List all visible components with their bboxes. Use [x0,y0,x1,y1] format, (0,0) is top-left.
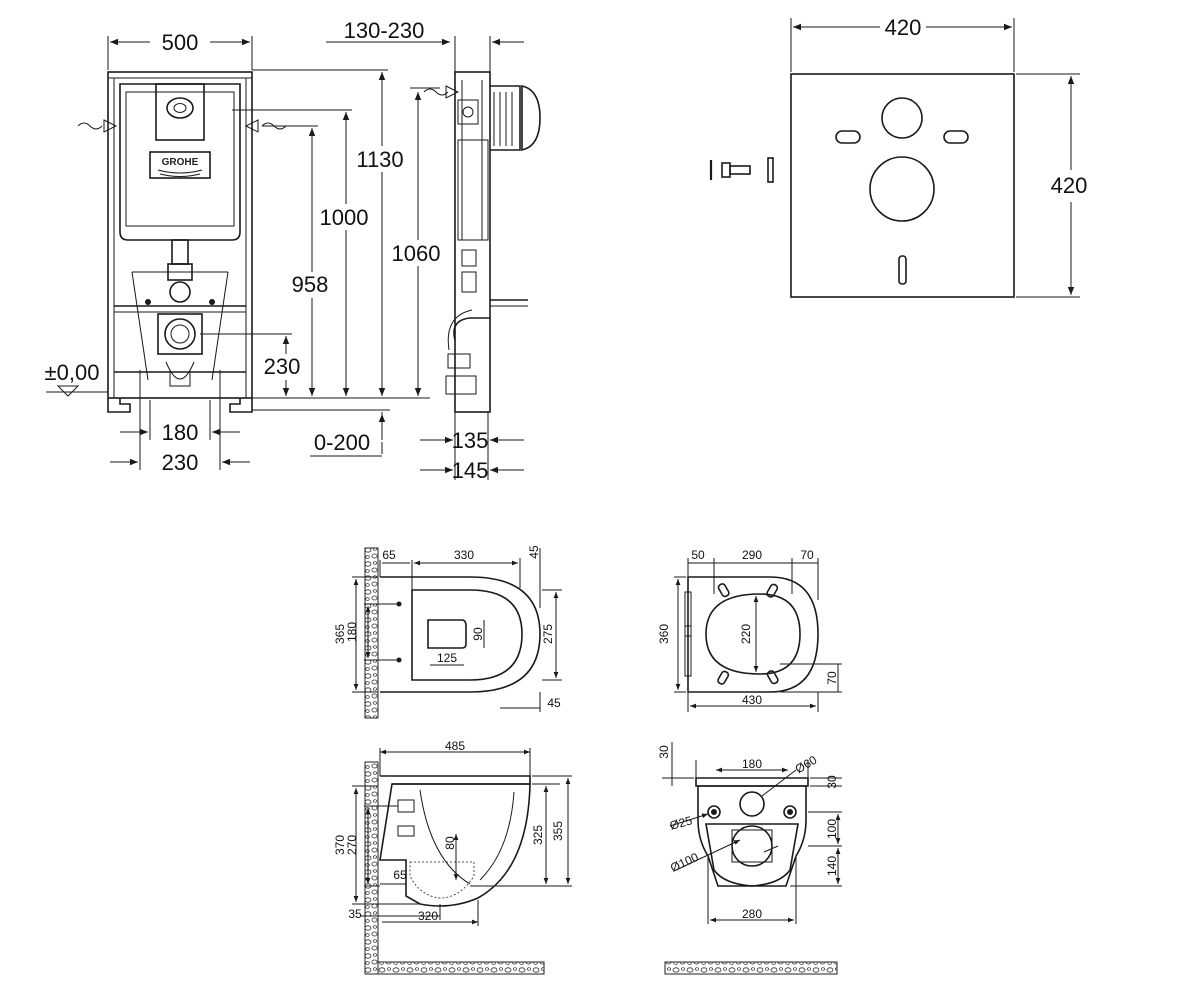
dim-180: 180 [345,622,359,642]
dim-depth-135: 135 [452,428,489,453]
flush-button-icon [166,97,194,119]
dim-depth-145: 145 [452,458,489,483]
dim-270: 270 [345,835,359,855]
brand-logo-plate [149,151,211,179]
dim-355: 355 [551,821,565,841]
dim-30-left: 30 [657,745,671,759]
water-inlet-right-icon [244,119,259,133]
dim-width-180: 180 [162,420,199,445]
frame-outline [107,71,253,399]
flush-plate [155,83,205,141]
dim-diameter-100: Ø100 [668,850,701,875]
sound-insulation-pad: 420 420 [709,15,1088,298]
dim-width-500: 500 [162,30,199,55]
dim-height-1060: 1060 [392,241,441,266]
dim-height-230: 230 [264,354,301,379]
water-inlet-side-icon [445,85,460,99]
dim-30-right: 30 [825,775,839,789]
dim-180-back: 180 [742,757,762,771]
pad-flush-hole [881,97,923,139]
dim-adjust-0-200: 0-200 [314,430,370,455]
dim-50: 50 [691,548,705,562]
dim-140: 140 [825,856,839,876]
seat-opening [705,593,801,675]
dim-325: 325 [531,825,545,845]
dim-360: 360 [657,624,671,644]
dim-height-1130: 1130 [356,147,403,172]
dim-330: 330 [454,548,474,562]
dim-430: 430 [742,693,762,707]
pad-waste-hole [869,156,935,222]
bolt-hole-right [783,805,797,819]
dim-485: 485 [445,739,465,753]
seat-lid-side [380,775,531,785]
frame-foot-left [107,398,131,413]
toilet-side-view: 485 370 270 80 325 355 65 35 320 [333,739,572,975]
toilet-top-view: 65 330 45 365 180 90 125 275 45 [333,545,562,719]
pad-bottom-slot [898,255,907,285]
bowl-rim [411,589,523,681]
dim-290: 290 [742,548,762,562]
dim-pad-width-420: 420 [885,15,922,40]
wall-section-top [364,547,379,719]
dim-280: 280 [742,907,762,921]
bolt-icon [721,162,731,178]
dim-370: 370 [333,835,347,855]
dim-diameter-60: Ø60 [793,753,820,777]
floor-level-icon [56,385,80,397]
flush-plate-side [521,85,541,151]
flush-pipe-connector [169,281,191,303]
pad-outline [790,73,1015,298]
dim-365: 365 [333,624,347,644]
seat-hinge-back [695,777,809,787]
dim-125: 125 [437,651,457,665]
dim-65: 65 [382,548,396,562]
floor-section-side [377,961,545,975]
dim-diameter-25: Ø25 [668,813,694,832]
dim-depth-130-230: 130-230 [344,18,425,43]
toilet-bowl-outline [380,576,541,693]
dim-pad-height-420: 420 [1051,173,1088,198]
water-inlet-left-icon [103,119,118,133]
seat-top-view: 50 290 70 360 220 70 430 [657,548,842,712]
cistern [119,83,241,241]
pad-bolt-slot-left [835,130,861,144]
floor-level-label: ±0,00 [45,360,100,385]
frame-foot-right [229,398,253,413]
bowl-outlet [427,619,467,649]
dim-width-230: 230 [162,450,199,475]
flush-inlet-hole [739,791,765,817]
sleeve-icon [767,157,774,183]
wall-section-side [364,761,379,975]
dim-100-right: 100 [825,819,839,839]
dim-45-top: 45 [527,545,541,559]
toilet-bowl-side [379,783,531,907]
dim-height-1000: 1000 [320,205,369,230]
dim-70-top: 70 [800,548,814,562]
dim-90: 90 [471,627,485,641]
pad-bolt-slot-right [943,130,969,144]
dim-220: 220 [739,624,753,644]
bowl-back-outline [697,785,807,887]
dim-height-958: 958 [292,272,329,297]
bolt-hole-left [707,805,721,819]
seat-outline [687,576,819,693]
dim-35: 35 [348,907,362,921]
toilet-back-view: 180 30 Ø60 30 Ø25 100 Ø100 140 280 [657,742,842,975]
frame-front-view: GROHE 500 [45,18,524,475]
dim-80: 80 [443,836,457,850]
waste-outlet-hole [731,825,773,867]
floor-section-back [664,961,838,975]
dim-320: 320 [418,909,438,923]
dim-45-bottom: 45 [547,696,561,710]
dim-70-right: 70 [825,671,839,685]
frame-side-view: 135 145 [420,71,541,483]
water-trap [409,861,475,899]
dim-275: 275 [541,624,555,644]
brand-logo: GROHE [162,157,199,168]
dim-65-side: 65 [393,868,407,882]
